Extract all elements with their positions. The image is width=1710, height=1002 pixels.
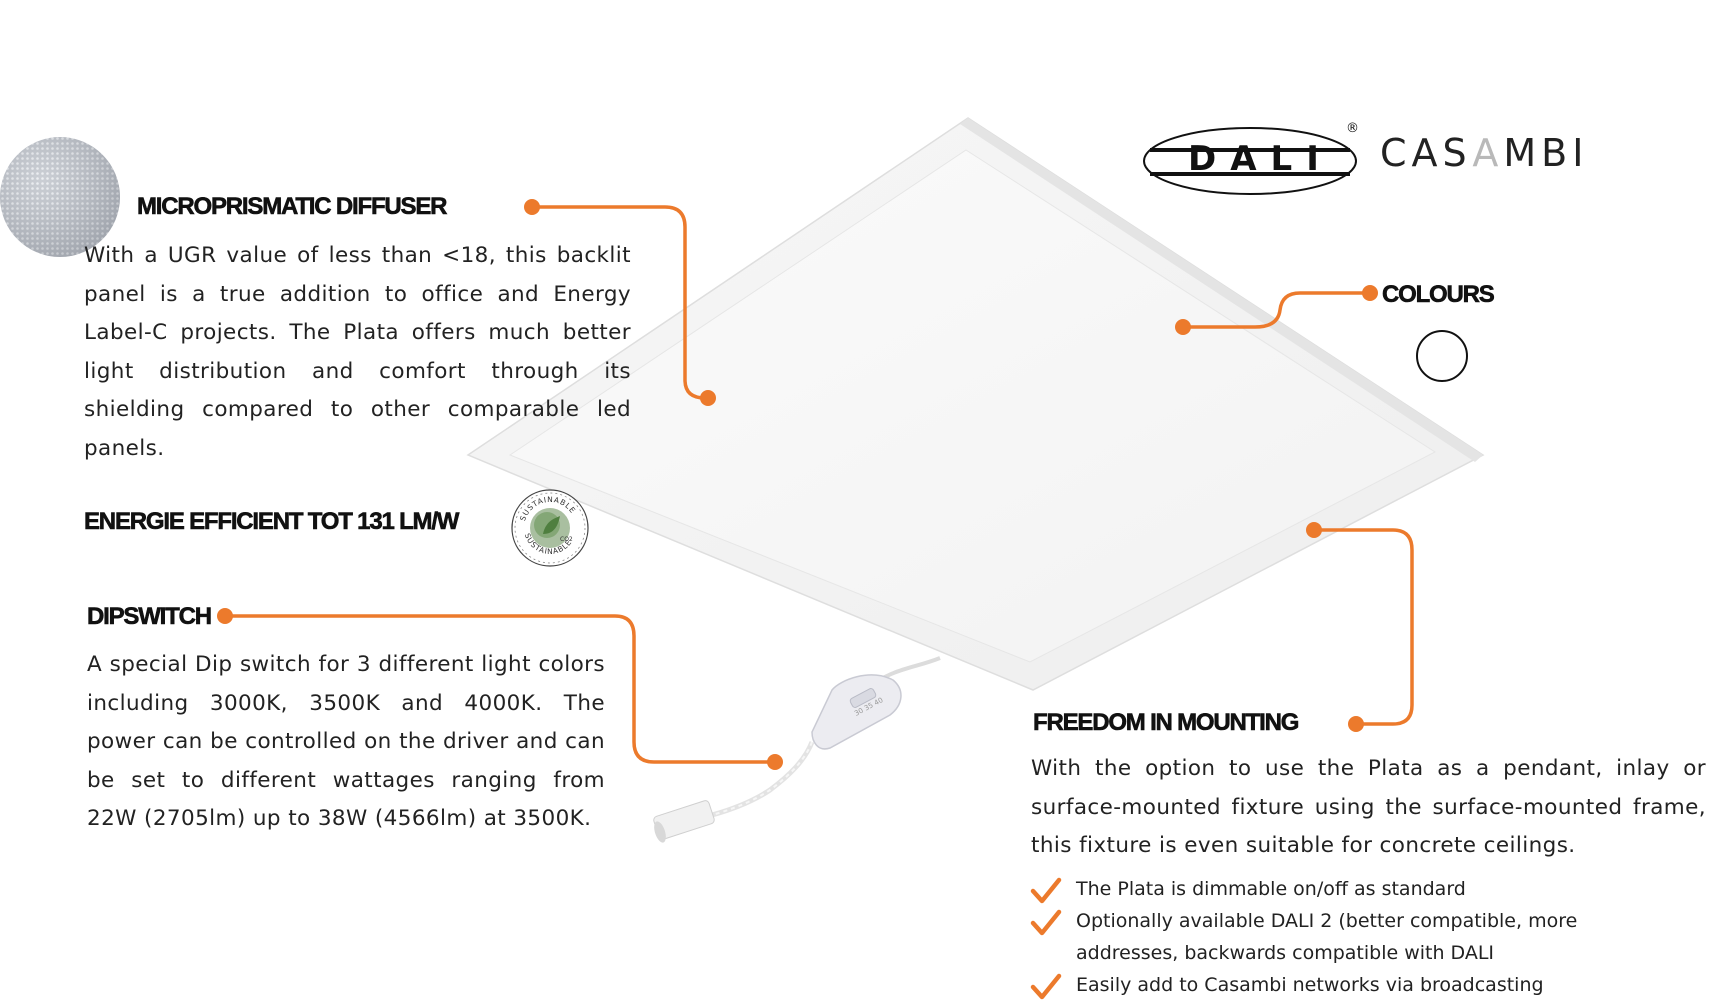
svg-text:SUSTAINABLE: SUSTAINABLE (518, 495, 577, 522)
badge-text-top: SUSTAINABLE (518, 495, 577, 522)
dali-wordmark: DALI (1188, 139, 1333, 179)
dipswitch-heading: DIPSWITCH (87, 603, 213, 631)
mounting-callout-dot-start (1306, 522, 1322, 538)
casambi-wordmark: CASAMBI (1380, 131, 1589, 175)
registered-mark: ® (1346, 121, 1359, 136)
diffuser-callout-dot-end (700, 390, 716, 406)
energy-heading: ENERGIE EFFICIENT TOT 131 LM/W (84, 508, 460, 536)
colour-swatch-white (1416, 330, 1468, 382)
colours-callout-dot-end (1362, 285, 1378, 301)
feature-item: Easily add to Casambi networks via broad… (1030, 969, 1670, 1001)
dipswitch-callout-dot-end (767, 754, 783, 770)
mounting-callout-dot-end (1348, 716, 1364, 732)
feature-text: The Plata is dimmable on/off as standard (1076, 878, 1466, 900)
feature-item: Optionally available DALI 2 (better comp… (1030, 905, 1670, 969)
dipswitch-description: A special Dip switch for 3 different lig… (87, 652, 605, 831)
mounting-description: With the option to use the Plata as a pe… (1031, 756, 1706, 858)
check-icon (1030, 973, 1062, 1000)
badge-co2: CO2 (560, 536, 573, 543)
dipswitch-callout-dot-start (217, 608, 233, 624)
diffuser-description: With a UGR value of less than <18, this … (84, 243, 631, 461)
driver-box: 30 35 40 (653, 674, 902, 843)
colours-callout-dot-start (1175, 319, 1191, 335)
dali-logo: DALI ® (1142, 121, 1362, 196)
feature-list: The Plata is dimmable on/off as standard… (1030, 873, 1670, 1001)
mounting-heading: FREEDOM IN MOUNTING (1033, 709, 1300, 737)
casambi-logo: CASAMBI (1380, 131, 1588, 175)
feature-item: The Plata is dimmable on/off as standard (1030, 873, 1670, 905)
check-icon (1030, 877, 1062, 904)
feature-text: Easily add to Casambi networks via broad… (1076, 974, 1544, 996)
diffuser-heading: MICROPRISMATIC DIFFUSER (137, 193, 448, 221)
colours-heading: COLOURS (1382, 281, 1495, 309)
sustainable-badge: SUSTAINABLE SUSTAINABLE CO2 (510, 488, 590, 568)
diffuser-callout-dot-start (524, 199, 540, 215)
feature-text: Optionally available DALI 2 (better comp… (1076, 910, 1578, 964)
diffuser-texture-image (0, 137, 120, 257)
check-icon (1030, 909, 1062, 936)
